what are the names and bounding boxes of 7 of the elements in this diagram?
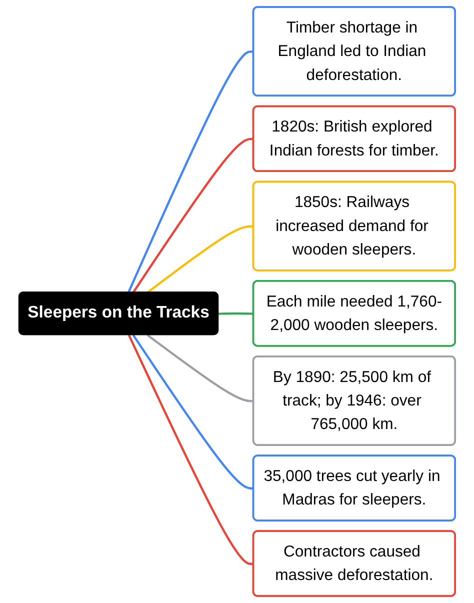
connector: [218, 312, 254, 315]
connector: [127, 50, 254, 293]
connector: [146, 334, 254, 402]
connector: [146, 225, 254, 294]
connector: [132, 138, 254, 294]
connector: [128, 334, 254, 566]
connector: [132, 334, 254, 490]
